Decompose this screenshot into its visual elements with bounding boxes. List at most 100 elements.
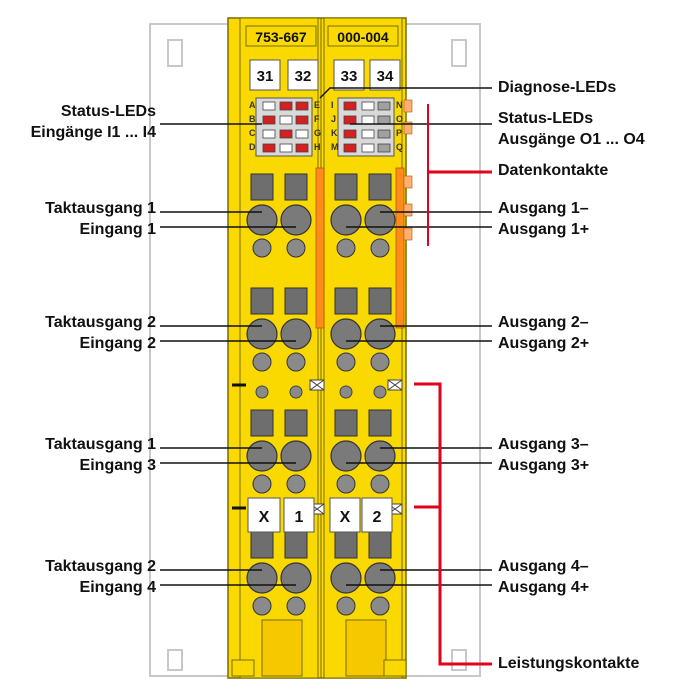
wire-entry-g4-c1-p2	[280, 562, 312, 594]
wire-entry-g2-c1-p2	[280, 318, 312, 350]
foot-right	[383, 659, 407, 677]
push-button-slot-g3-c1-p2	[284, 409, 308, 437]
led-letter-e: E	[314, 100, 320, 110]
push-button-slot-g3-c2-p1	[334, 409, 358, 437]
label-status-leds-right: Status-LEDs	[498, 110, 594, 127]
wire-entry-g3-c1-p1	[246, 440, 278, 472]
push-button-slot-g2-c2-p2	[368, 287, 392, 315]
label-input4: Eingang 4	[79, 579, 156, 596]
wire-entry-g3-c1-p2	[280, 440, 312, 472]
test-opening-g3-c2-p2	[370, 474, 390, 494]
label-clock2-b: Taktausgang 2	[45, 558, 156, 575]
label-clock1-b: Taktausgang 1	[45, 436, 156, 453]
led-j3	[377, 115, 391, 125]
label-input1: Eingang 1	[79, 221, 156, 238]
label-diag-leds: Diagnose-LEDs	[498, 79, 617, 96]
wire-entry-g4-c2-p1	[330, 562, 362, 594]
led-letter-n: N	[396, 100, 403, 110]
push-button-slot-g1-c2-p2	[368, 173, 392, 201]
push-button-slot-g4-c1-p1	[250, 531, 274, 559]
led-m2	[361, 143, 375, 153]
label-out1-pos: Ausgang 1+	[498, 221, 590, 238]
marker-x2-x: X	[340, 509, 351, 526]
data-contact-bar-left	[315, 167, 325, 329]
test-opening-g1-c2-p1	[336, 238, 356, 258]
terminal-marker-32: 32	[295, 68, 312, 85]
led-letter-b: B	[249, 114, 256, 124]
led-letter-d: D	[249, 142, 256, 152]
small-terminal-2	[289, 385, 303, 399]
terminal-marker-box-31	[249, 59, 281, 91]
wire-entry-g4-c2-p2	[364, 562, 396, 594]
power-contacts-bracket	[414, 382, 492, 666]
push-button-slot-g4-c2-p2	[368, 531, 392, 559]
label-out4-pos: Ausgang 4+	[498, 579, 590, 596]
led-letter-m: M	[331, 142, 339, 152]
marker-x1-num: 1	[295, 509, 304, 526]
small-terminal-3	[339, 385, 353, 399]
label-out3-pos: Ausgang 3+	[498, 457, 590, 474]
push-button-slot-g2-c2-p1	[334, 287, 358, 315]
led-j1	[343, 115, 357, 125]
marker-x2-num-box	[361, 497, 393, 533]
label-out2-pos: Ausgang 2+	[498, 335, 590, 352]
latch-left	[261, 619, 303, 677]
data-contact-3	[403, 175, 413, 189]
marker-x2-num: 2	[373, 509, 382, 526]
power-jumper-row	[232, 379, 403, 515]
led-letter-f: F	[314, 114, 320, 124]
led-d2	[279, 143, 293, 153]
led-k2	[361, 129, 375, 139]
test-opening-g4-c1-p1	[252, 596, 272, 616]
label-status-leds-left: Status-LEDs	[60, 103, 156, 120]
led-m1	[343, 143, 357, 153]
test-opening-g4-c2-p2	[370, 596, 390, 616]
label-out4-neg: Ausgang 4–	[498, 558, 589, 575]
rail-clip-tl	[167, 39, 183, 67]
terminal-marker-33: 33	[341, 68, 358, 85]
led-letter-i: I	[331, 100, 334, 110]
led-block-outputs: I J K M N O P Q	[331, 97, 403, 157]
article-number-labels: 753-667 000-004	[245, 25, 399, 47]
led-letter-c: C	[249, 128, 256, 138]
push-button-slot-g1-c1-p2	[284, 173, 308, 201]
small-terminal-4	[373, 385, 387, 399]
wire-entry-g3-c2-p1	[330, 440, 362, 472]
label-power-contacts: Leistungskontakte	[498, 655, 640, 672]
terminal-marker-31: 31	[257, 68, 274, 85]
led-i1	[343, 101, 357, 111]
wire-entry-g2-c2-p1	[330, 318, 362, 350]
label-clock1-a: Taktausgang 1	[45, 200, 156, 217]
wire-entry-g1-c1-p2	[280, 204, 312, 236]
wire-entry-g3-c2-p2	[364, 440, 396, 472]
led-c1	[262, 129, 276, 139]
push-button-slot-g1-c2-p1	[334, 173, 358, 201]
marker-x2-x-box	[329, 497, 361, 533]
label-out2-neg: Ausgang 2–	[498, 314, 589, 331]
rail-clip-tr	[451, 39, 467, 67]
foot-left	[231, 659, 255, 677]
led-letter-p: P	[396, 128, 402, 138]
push-button-slot-g3-c2-p2	[368, 409, 392, 437]
wire-entry-g1-c2-p2	[364, 204, 396, 236]
test-opening-g1-c1-p1	[252, 238, 272, 258]
terminal-markers-top: 31 32 33 34	[249, 59, 401, 91]
led-d1	[262, 143, 276, 153]
red-brackets	[414, 104, 492, 666]
led-block-inputs: A B C D E F G H	[249, 97, 321, 157]
test-opening-g2-c2-p1	[336, 352, 356, 372]
push-button-slot-g2-c1-p2	[284, 287, 308, 315]
led-i2	[361, 101, 375, 111]
test-opening-g1-c2-p2	[370, 238, 390, 258]
rail-clip-bl	[167, 649, 183, 671]
label-input2: Eingang 2	[79, 335, 156, 352]
label-clock2-a: Taktausgang 2	[45, 314, 156, 331]
marker-x1-x-box	[247, 497, 281, 533]
led-a1	[262, 101, 276, 111]
label-status-inputs: Eingänge I1 ... I4	[30, 124, 156, 141]
led-d3	[295, 143, 309, 153]
label-status-outputs: Ausgänge O1 ... O4	[498, 131, 645, 148]
article-suffix-text: 000-004	[337, 29, 389, 45]
led-c2	[279, 129, 293, 139]
